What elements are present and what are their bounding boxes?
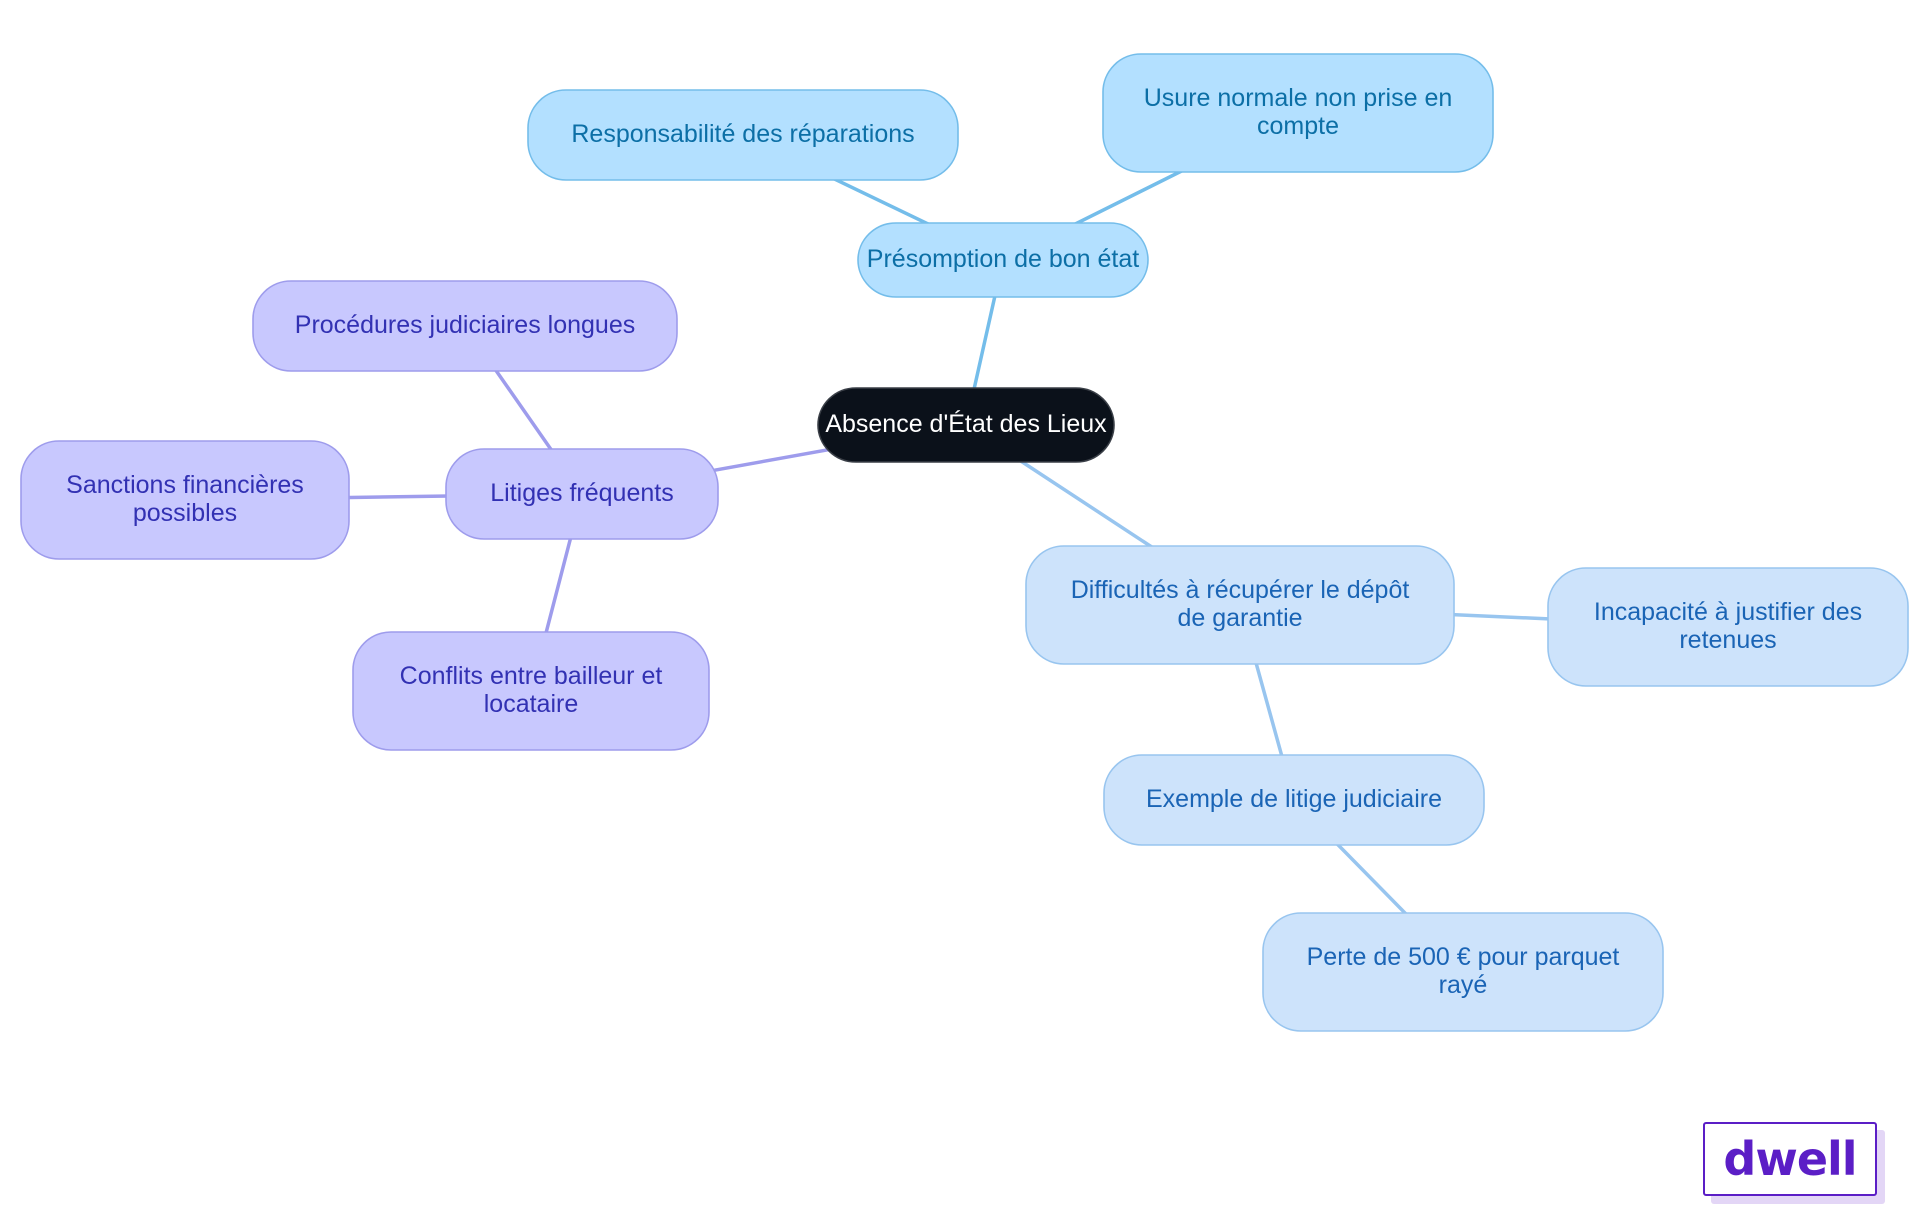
node-box-sanctions <box>20 440 350 560</box>
node-label-line: Absence d'État des Lieux <box>825 409 1107 438</box>
node-label-line: retenues <box>1679 626 1776 654</box>
node-label-line: Perte de 500 € pour parquet <box>1307 943 1620 971</box>
node-label-line: Présomption de bon état <box>867 245 1139 273</box>
node-label-line: Usure normale non prise en <box>1144 84 1453 112</box>
dwell-logo: dwell <box>1703 1122 1885 1204</box>
node-label-line: compte <box>1257 112 1339 140</box>
node-root: Absence d'État des Lieux <box>817 387 1115 463</box>
node-label-line: Procédures judiciaires longues <box>295 311 635 339</box>
node-box-procedures <box>252 280 678 372</box>
node-label-line: Responsabilité des réparations <box>571 120 914 148</box>
node-label-line: Litiges fréquents <box>490 479 673 507</box>
node-label-responsabilite: Responsabilité des réparations <box>571 120 914 148</box>
node-label-litiges: Litiges fréquents <box>490 479 673 507</box>
node-box-exemple <box>1103 754 1485 846</box>
node-label-procedures: Procédures judiciaires longues <box>295 311 635 339</box>
logo-wordmark: dwell <box>1723 1132 1857 1186</box>
logo-frame: dwell <box>1703 1122 1877 1196</box>
node-box-conflits <box>352 631 710 751</box>
node-label-line: Difficultés à récupérer le dépôt <box>1071 576 1410 604</box>
node-box-root <box>817 387 1115 463</box>
mind-map-nodes: Absence d'État des Lieux Présomption de b… <box>20 53 1909 1032</box>
node-label-line: rayé <box>1439 971 1488 999</box>
node-label-line: Conflits entre bailleur et <box>400 662 663 690</box>
node-label-line: possibles <box>133 499 237 527</box>
node-label-line: de garantie <box>1177 604 1302 632</box>
node-label-line: locataire <box>484 690 579 718</box>
node-box-presomption <box>857 222 1149 298</box>
node-label-line: Exemple de litige judiciaire <box>1146 785 1442 813</box>
node-label-line: Incapacité à justifier des <box>1594 598 1862 626</box>
node-box-perte <box>1262 912 1664 1032</box>
node-box-difficultes <box>1025 545 1455 665</box>
node-exemple: Exemple de litige judiciaire <box>1103 754 1485 846</box>
node-box-usure <box>1102 53 1494 173</box>
node-box-responsabilite <box>527 89 959 181</box>
node-label-presomption: Présomption de bon état <box>867 245 1139 273</box>
node-procedures: Procédures judiciaires longues <box>252 280 678 372</box>
node-label-root: Absence d'État des Lieux <box>825 409 1107 438</box>
node-label-exemple: Exemple de litige judiciaire <box>1146 785 1442 813</box>
node-box-litiges <box>445 448 719 540</box>
node-presomption: Présomption de bon état <box>857 222 1149 298</box>
node-box-incapacite <box>1547 567 1909 687</box>
node-label-line: Sanctions financières <box>66 471 304 499</box>
node-litiges: Litiges fréquents <box>445 448 719 540</box>
node-responsabilite: Responsabilité des réparations <box>527 89 959 181</box>
